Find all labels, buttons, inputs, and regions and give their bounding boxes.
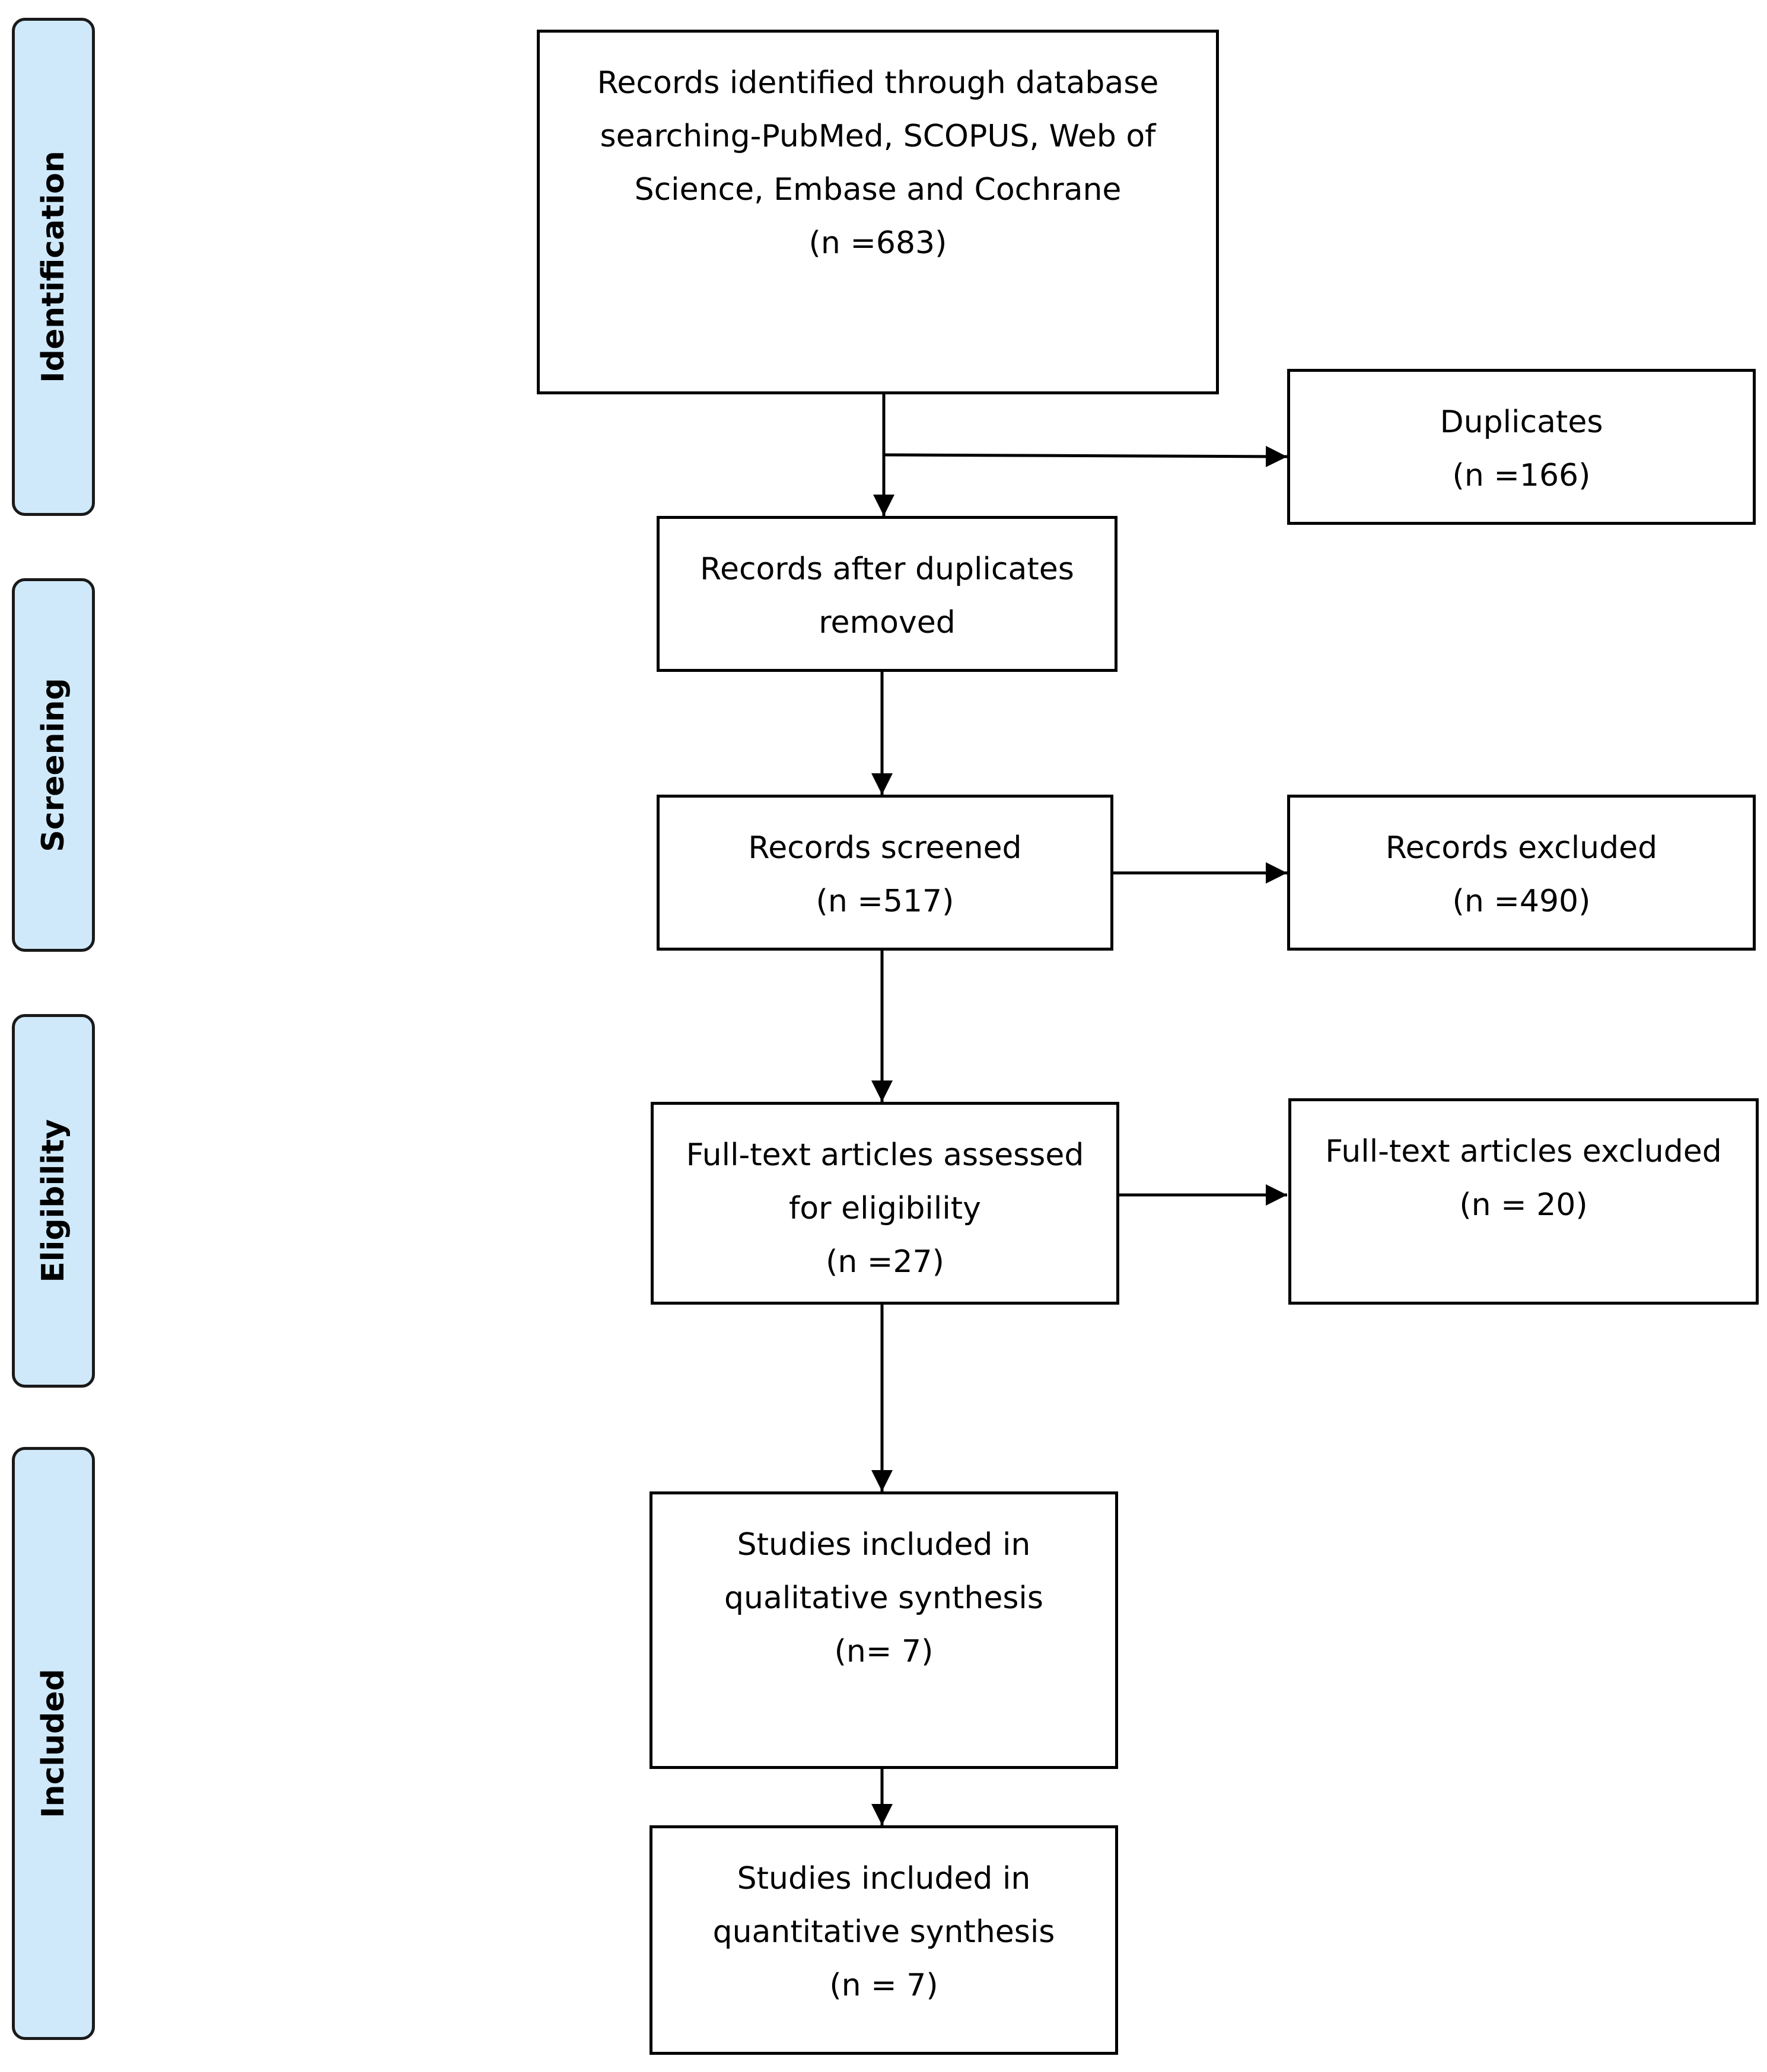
text-line: (n =27) (826, 1244, 944, 1280)
text-line: Full-text articles assessed (686, 1137, 1084, 1173)
text-line: searching-PubMed, SCOPUS, Web of (600, 119, 1156, 154)
text-line: (n =517) (816, 884, 954, 919)
stage-included: Included (12, 1447, 95, 2040)
text-line: Records excluded (1385, 830, 1658, 866)
text-line: (n= 7) (834, 1634, 934, 1669)
text-line: removed (819, 605, 956, 640)
text-line: (n =683) (808, 225, 947, 261)
text-line: Science, Embase and Cochrane (634, 172, 1122, 208)
box-records-excluded: Records excluded (n =490) (1287, 795, 1756, 951)
text-line: Records screened (748, 830, 1022, 866)
stage-screening: Screening (12, 578, 95, 952)
box-records-screened: Records screened (n =517) (657, 795, 1113, 951)
box-fulltext-excluded: Full-text articles excluded (n = 20) (1288, 1098, 1759, 1305)
box-qualitative-synthesis: Studies included in qualitative synthesi… (650, 1491, 1118, 1769)
text-line: Records after duplicates (700, 552, 1074, 587)
box-records-identified: Records identified through database sear… (537, 30, 1219, 394)
text-line: (n =166) (1452, 458, 1591, 493)
box-after-duplicates: Records after duplicates removed (657, 516, 1117, 672)
box-fulltext-assessed: Full-text articles assessed for eligibil… (651, 1102, 1119, 1305)
text-line: Studies included in (737, 1527, 1031, 1563)
text-line: (n = 20) (1459, 1187, 1588, 1223)
text-line: qualitative synthesis (724, 1580, 1043, 1616)
text-line: Records identified through database (597, 65, 1159, 101)
text-line: Studies included in (737, 1861, 1031, 1896)
text-line: quantitative synthesis (712, 1914, 1055, 1950)
box-quantitative-synthesis: Studies included in quantitative synthes… (650, 1825, 1118, 2055)
box-duplicates: Duplicates (n =166) (1287, 369, 1756, 525)
stage-eligibility: Eligibility (12, 1014, 95, 1388)
text-line: Duplicates (1440, 404, 1603, 440)
text-line: for eligibility (789, 1191, 981, 1226)
text-line: (n =490) (1452, 884, 1591, 919)
stage-identification: Identification (12, 18, 95, 516)
text-line: Full-text articles excluded (1325, 1134, 1722, 1169)
arrow-to-duplicates (883, 445, 1288, 467)
text-line: (n = 7) (829, 1968, 938, 2003)
